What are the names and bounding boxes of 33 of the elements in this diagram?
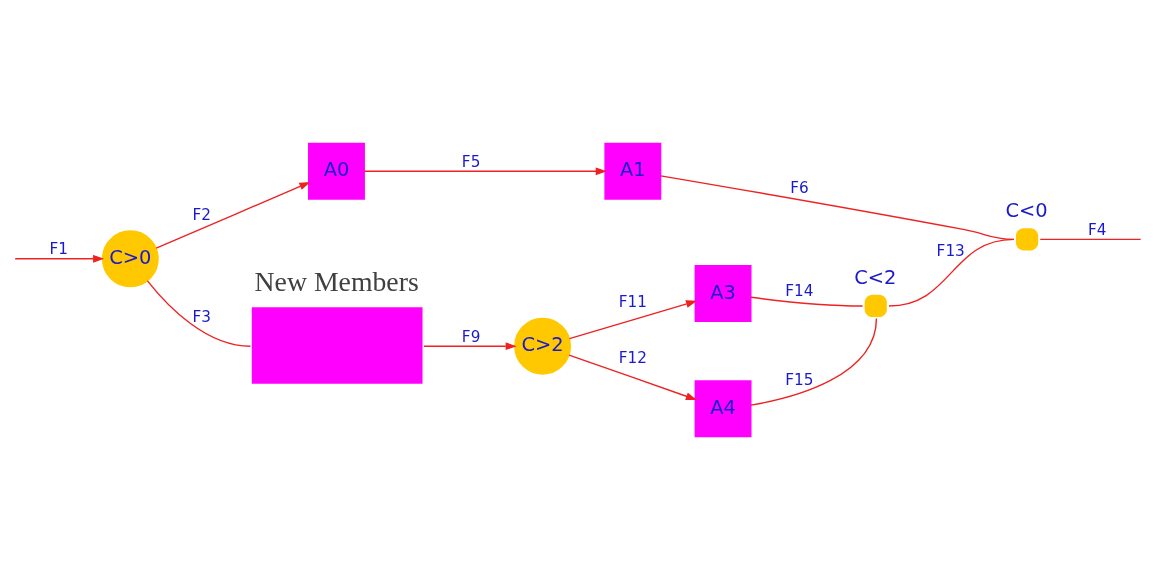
edge-label: F1 <box>49 239 69 258</box>
connector <box>146 279 252 347</box>
node-box <box>251 306 423 384</box>
edge-label: F13 <box>936 241 965 260</box>
node-circle: C>2 <box>514 317 572 375</box>
node-label: New Members <box>254 265 419 297</box>
edge-label: F11 <box>618 292 647 311</box>
arrow <box>568 299 698 339</box>
arrow <box>568 353 697 400</box>
arrow <box>155 181 311 249</box>
connector <box>1039 238 1142 240</box>
node-label: C<0 <box>1005 198 1048 222</box>
edge-label: F5 <box>461 152 481 171</box>
connector <box>750 296 864 307</box>
node-box: A0 <box>308 142 365 200</box>
edge-label: F6 <box>790 178 809 197</box>
node-label: C<2 <box>854 265 897 289</box>
node-box: A3 <box>694 264 752 322</box>
edge-label: F15 <box>785 370 814 389</box>
node-box: A1 <box>604 142 662 200</box>
arrow <box>423 341 517 350</box>
node-circle: C>0 <box>101 229 159 287</box>
edge-label: F12 <box>618 348 647 367</box>
edge-label: F9 <box>461 327 481 346</box>
arrow <box>14 254 105 263</box>
edge-label: F14 <box>785 281 814 300</box>
node-box: A4 <box>694 379 752 437</box>
connector <box>888 238 1015 307</box>
arrow <box>363 166 607 175</box>
connector <box>750 317 878 406</box>
edge-label: F3 <box>192 307 212 326</box>
edge-label: F4 <box>1087 220 1107 239</box>
edge-label: F2 <box>192 205 212 224</box>
